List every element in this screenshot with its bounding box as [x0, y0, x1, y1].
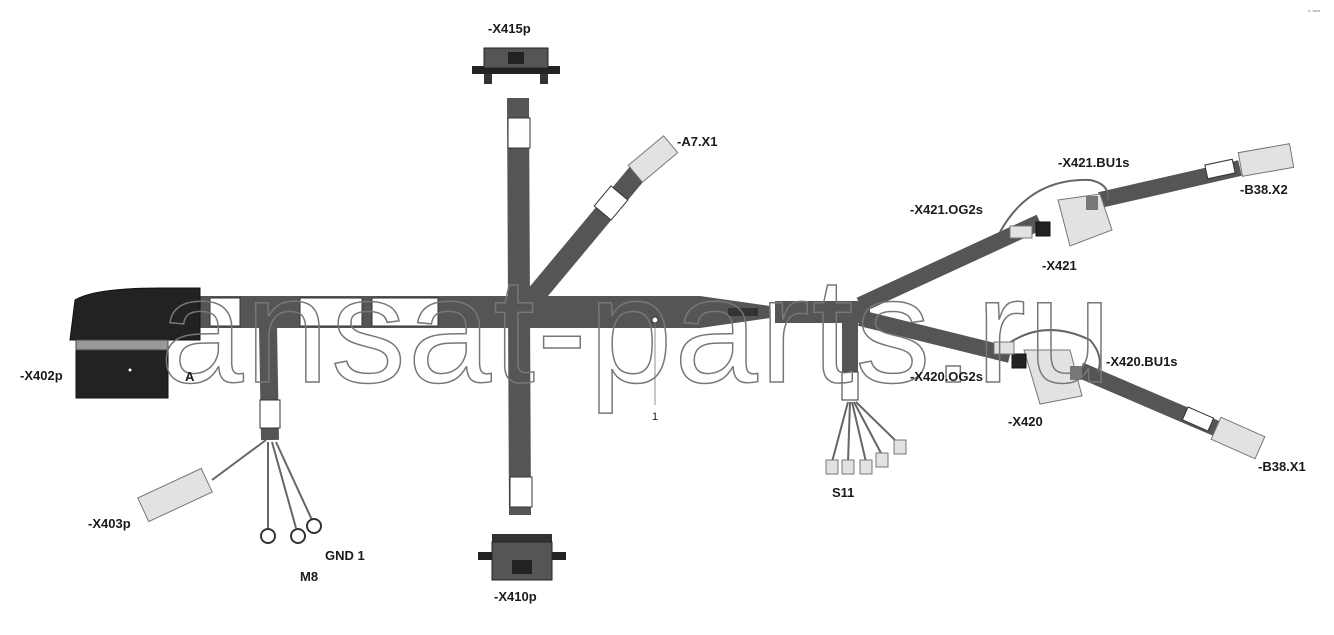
sleeve: [259, 399, 281, 429]
branch-x420: [858, 310, 1266, 460]
label-s11: S11: [832, 485, 854, 500]
terminal: [825, 459, 839, 475]
connector-x402p: [69, 287, 201, 399]
branch-a7x1: [522, 135, 679, 309]
sleeve: [509, 476, 533, 508]
terminal: [875, 452, 889, 468]
watermark: ansat-parts.ru: [160, 246, 1113, 414]
label-x421og2s: -X421.OG2s: [910, 202, 983, 217]
sleeve: [1181, 406, 1215, 432]
label-x420bu1s: -X420.BU1s: [1106, 354, 1178, 369]
clip: [728, 308, 758, 316]
connector-x415p: [472, 47, 560, 84]
sleeve: [507, 117, 531, 149]
branch-s11: [825, 320, 907, 475]
label-x403p: -X403p: [88, 516, 131, 531]
label-m8: M8: [300, 569, 318, 584]
label-x421: -X421: [1042, 258, 1077, 273]
sleeve: [209, 297, 241, 327]
sleeve: [299, 297, 363, 327]
connector-x421og2s-plug: [1009, 225, 1033, 239]
sleeve: [371, 297, 439, 327]
corner-mark: ▫︎ ▫︎▫︎▫︎: [1308, 8, 1320, 15]
ring-terminal: [290, 528, 306, 544]
connector-x403p: [137, 467, 213, 523]
branch-x415-x410: [507, 97, 533, 516]
label-x415p: -X415p: [488, 21, 531, 36]
label-a7x1: -A7.X1: [677, 134, 717, 149]
label-x420og2s: -X420.OG2s: [910, 369, 983, 384]
main-trunk: [180, 296, 870, 405]
connector-x420: [1023, 349, 1083, 405]
label-x410p: -X410p: [494, 589, 537, 604]
label-b38x1: -B38.X1: [1258, 459, 1306, 474]
branch-ground: [137, 325, 322, 544]
label-gnd1: GND 1: [325, 548, 365, 563]
connector-x420og2s-plug: [993, 341, 1015, 355]
ring-terminal: [260, 528, 276, 544]
label-x402p: -X402p: [20, 368, 63, 383]
connector-x420og2s: [1011, 353, 1027, 369]
label-x421bu1s: -X421.BU1s: [1058, 155, 1130, 170]
terminal: [859, 459, 873, 475]
sleeve: [841, 371, 859, 401]
connector-b38x1: [1210, 416, 1266, 460]
sleeve: [593, 185, 629, 221]
label-x420: -X420: [1008, 414, 1043, 429]
sleeve: [1204, 158, 1236, 180]
terminal: [841, 459, 855, 475]
terminal: [893, 439, 907, 455]
connector-x421og2s: [1035, 221, 1051, 237]
label-1: 1: [652, 411, 658, 423]
connector-x420bu1s: [1070, 366, 1082, 380]
label-a: A: [185, 369, 195, 384]
connector-x421bu1s: [1086, 196, 1098, 210]
ring-terminal: [306, 518, 322, 534]
connector-b38x2: [1237, 143, 1295, 177]
connector-x410p: [478, 534, 566, 581]
connector-a7x1: [627, 135, 679, 183]
branch-x421: [856, 143, 1295, 313]
label-b38x2: -B38.X2: [1240, 182, 1288, 197]
